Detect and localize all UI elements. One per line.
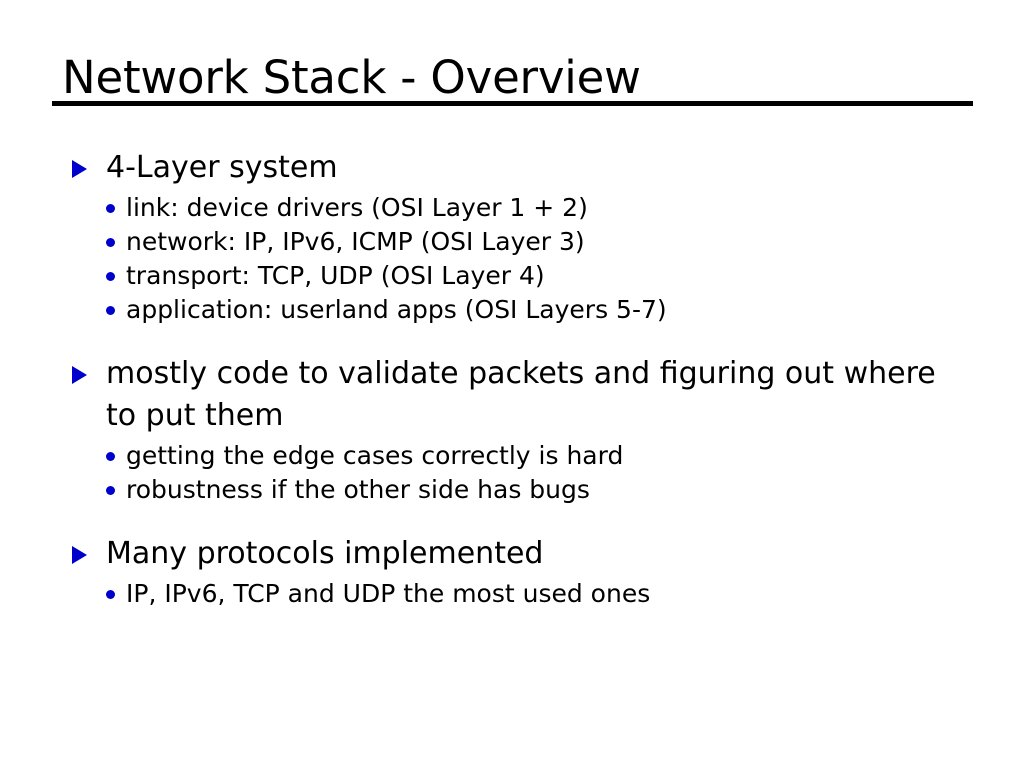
bullet-group-four-layer-system: 4-Layer system link: device drivers (OSI… (62, 147, 972, 327)
level1-bullet-label: 4-Layer system (106, 150, 338, 185)
level2-bullet-item: transport: TCP, UDP (OSI Layer 4) (62, 259, 972, 293)
level1-bullet-item: Many protocols implemented (62, 533, 972, 575)
level2-bullet-item: network: IP, IPv6, ICMP (OSI Layer 3) (62, 225, 972, 259)
level1-bullet-label: mostly code to validate packets and figu… (106, 356, 936, 433)
triangle-right-bullet-icon (72, 546, 87, 564)
level2-bullet-item: application: userland apps (OSI Layers 5… (62, 293, 972, 327)
level2-bullet-label: IP, IPv6, TCP and UDP the most used ones (126, 579, 651, 608)
round-dot-bullet-icon (106, 272, 115, 281)
title-underline-rule (52, 101, 973, 106)
level1-bullet-label: Many protocols implemented (106, 536, 544, 571)
bullet-group-many-protocols-implemented: Many protocols implemented IP, IPv6, TCP… (62, 533, 972, 611)
slide-body: 4-Layer system link: device drivers (OSI… (62, 147, 972, 611)
level2-bullet-item: robustness if the other side has bugs (62, 473, 972, 507)
level2-bullet-label: link: device drivers (OSI Layer 1 + 2) (126, 193, 588, 222)
level2-bullet-item: getting the edge cases correctly is hard (62, 439, 972, 473)
triangle-right-bullet-icon (72, 366, 87, 384)
level2-bullet-label: network: IP, IPv6, ICMP (OSI Layer 3) (126, 227, 585, 256)
round-dot-bullet-icon (106, 452, 115, 461)
level2-list: link: device drivers (OSI Layer 1 + 2) n… (62, 191, 972, 327)
level2-bullet-label: robustness if the other side has bugs (126, 475, 590, 504)
level2-bullet-item: link: device drivers (OSI Layer 1 + 2) (62, 191, 972, 225)
level2-bullet-label: getting the edge cases correctly is hard (126, 441, 624, 470)
triangle-right-bullet-icon (72, 160, 87, 178)
round-dot-bullet-icon (106, 238, 115, 247)
level1-bullet-item: mostly code to validate packets and figu… (62, 353, 972, 437)
round-dot-bullet-icon (106, 204, 115, 213)
level2-list: getting the edge cases correctly is hard… (62, 439, 972, 507)
level2-bullet-label: transport: TCP, UDP (OSI Layer 4) (126, 261, 545, 290)
level2-list: IP, IPv6, TCP and UDP the most used ones (62, 577, 972, 611)
round-dot-bullet-icon (106, 306, 115, 315)
level2-bullet-item: IP, IPv6, TCP and UDP the most used ones (62, 577, 972, 611)
bullet-group-mostly-code-to-validate: mostly code to validate packets and figu… (62, 353, 972, 507)
level1-bullet-item: 4-Layer system (62, 147, 972, 189)
level2-bullet-label: application: userland apps (OSI Layers 5… (126, 295, 667, 324)
page-title: Network Stack - Overview (62, 51, 641, 104)
round-dot-bullet-icon (106, 590, 115, 599)
round-dot-bullet-icon (106, 486, 115, 495)
